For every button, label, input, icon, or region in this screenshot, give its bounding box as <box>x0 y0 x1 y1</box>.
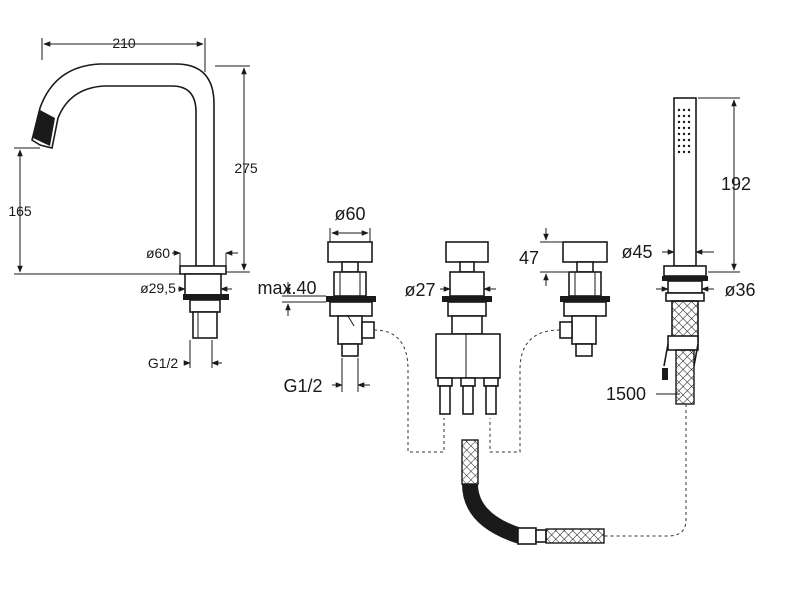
hand-shower-assembly <box>656 97 740 405</box>
dim-spout-base-diameter: ø60 <box>146 245 170 261</box>
dim-hose-length: 1500 <box>606 384 646 404</box>
dim-valve-connection: G1/2 <box>283 376 322 396</box>
right-valve-assembly <box>540 228 610 357</box>
dim-handle-height: 47 <box>519 248 539 268</box>
dim-diverter-thread-diameter: ø27 <box>404 280 435 300</box>
dim-shower-base-diameter: ø45 <box>621 242 652 262</box>
spout-assembly <box>14 38 250 368</box>
dim-spout-thread-diameter: ø29,5 <box>140 280 176 296</box>
dim-handle-diameter: ø60 <box>334 204 365 224</box>
hose-connections <box>373 329 687 545</box>
dimension-labels: 210 275 165 ø60 ø29,5 G1/2 ø60 max.40 G1… <box>8 35 755 404</box>
diverter-assembly <box>435 241 501 415</box>
dim-spout-outlet-height: 165 <box>8 203 32 219</box>
dim-shower-thread-diameter: ø36 <box>724 280 755 300</box>
dim-max-deck-thickness: max.40 <box>257 278 316 298</box>
dim-spout-height: 275 <box>234 160 258 176</box>
dim-shower-height: 192 <box>721 174 751 194</box>
dim-spout-width: 210 <box>112 35 136 51</box>
left-valve-assembly <box>282 228 376 392</box>
dim-spout-connection: G1/2 <box>148 355 179 371</box>
